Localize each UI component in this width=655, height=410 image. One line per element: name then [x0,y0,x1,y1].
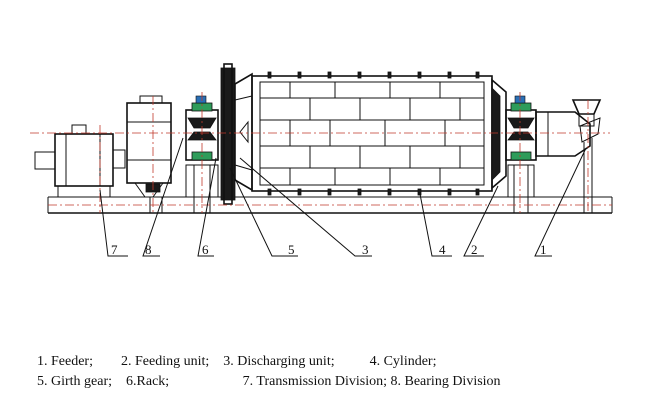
girth-gear [220,63,253,205]
discharge-head [491,78,507,190]
right-bearing [505,95,537,213]
callout-7: 7 [111,242,118,257]
cylinder [251,71,493,196]
reducer [126,95,172,213]
callout-6: 6 [202,242,209,257]
callout-8: 8 [145,242,152,257]
legend-line-2: 5. Girth gear; 6.Rack; 7. Transmission D… [37,374,501,389]
callout-4: 4 [439,242,446,257]
callout-2: 2 [471,242,478,257]
callout-5: 5 [288,242,295,257]
centerlines [30,92,612,213]
callout-3: 3 [362,242,369,257]
motor [34,124,126,197]
legend-line-1: 1. Feeder; 2. Feeding unit; 3. Dischargi… [37,354,437,369]
leader-lines [99,137,587,257]
callout-1: 1 [540,242,547,257]
feeder [535,99,602,213]
